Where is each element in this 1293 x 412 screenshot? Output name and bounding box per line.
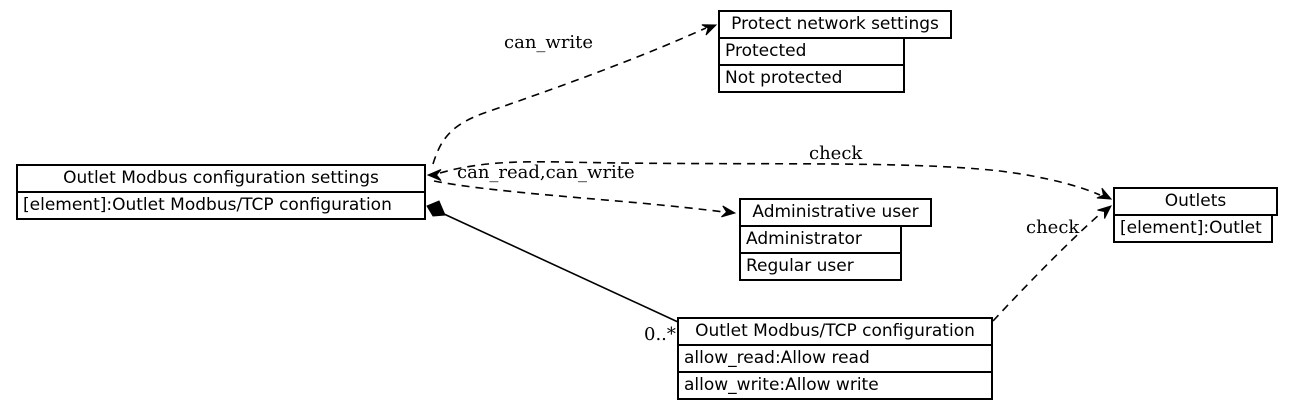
node-outlets: Outlets [element]:Outlet [1113,187,1278,243]
edge-composition [443,213,679,323]
arrowhead-into-outlets-upper [1096,187,1113,200]
node-outlet-modbus-tcp-configuration: Outlet Modbus/TCP configuration allow_re… [677,317,993,400]
node-attribute-row: Not protected [718,64,905,93]
edge-label-can-read-can-write: can_read,can_write [457,162,635,183]
node-attribute-row: allow_write:Allow write [677,371,993,400]
arrowhead-into-settings [426,169,442,181]
edge-label-can-write: can_write [504,32,594,53]
node-title: Outlet Modbus/TCP configuration [677,317,993,346]
node-title: Outlets [1113,187,1278,216]
arrowhead-into-protect [701,24,718,36]
composition-diamond [426,200,446,217]
node-title: Outlet Modbus configuration settings [16,164,426,193]
node-attribute-row: Regular user [739,252,902,281]
edge-label-check-settings: check [809,143,863,164]
node-attribute-row: allow_read:Allow read [677,344,993,373]
arrowhead-into-outlets-lower [1097,205,1112,219]
edge-can-write [432,27,707,165]
node-attribute-row: [element]:Outlet Modbus/TCP configuratio… [16,191,426,220]
edge-check-config-outlets [992,213,1101,322]
node-attribute-row: Protected [718,37,905,66]
arrowhead-into-admin-user [721,205,737,218]
edge-label-check-config: check [1026,217,1080,238]
edge-check-settings-outlets [439,160,1101,196]
node-protect-network-settings: Protect network settings Protected Not p… [718,10,952,93]
node-administrative-user: Administrative user Administrator Regula… [739,198,932,281]
node-title: Protect network settings [718,10,952,39]
node-title: Administrative user [739,198,932,227]
edge-label-multiplicity: 0..* [644,324,676,345]
node-outlet-modbus-configuration-settings: Outlet Modbus configuration settings [el… [16,164,426,220]
edge-can-read-can-write [433,180,725,213]
node-attribute-row: [element]:Outlet [1113,214,1273,243]
node-attribute-row: Administrator [739,225,902,254]
